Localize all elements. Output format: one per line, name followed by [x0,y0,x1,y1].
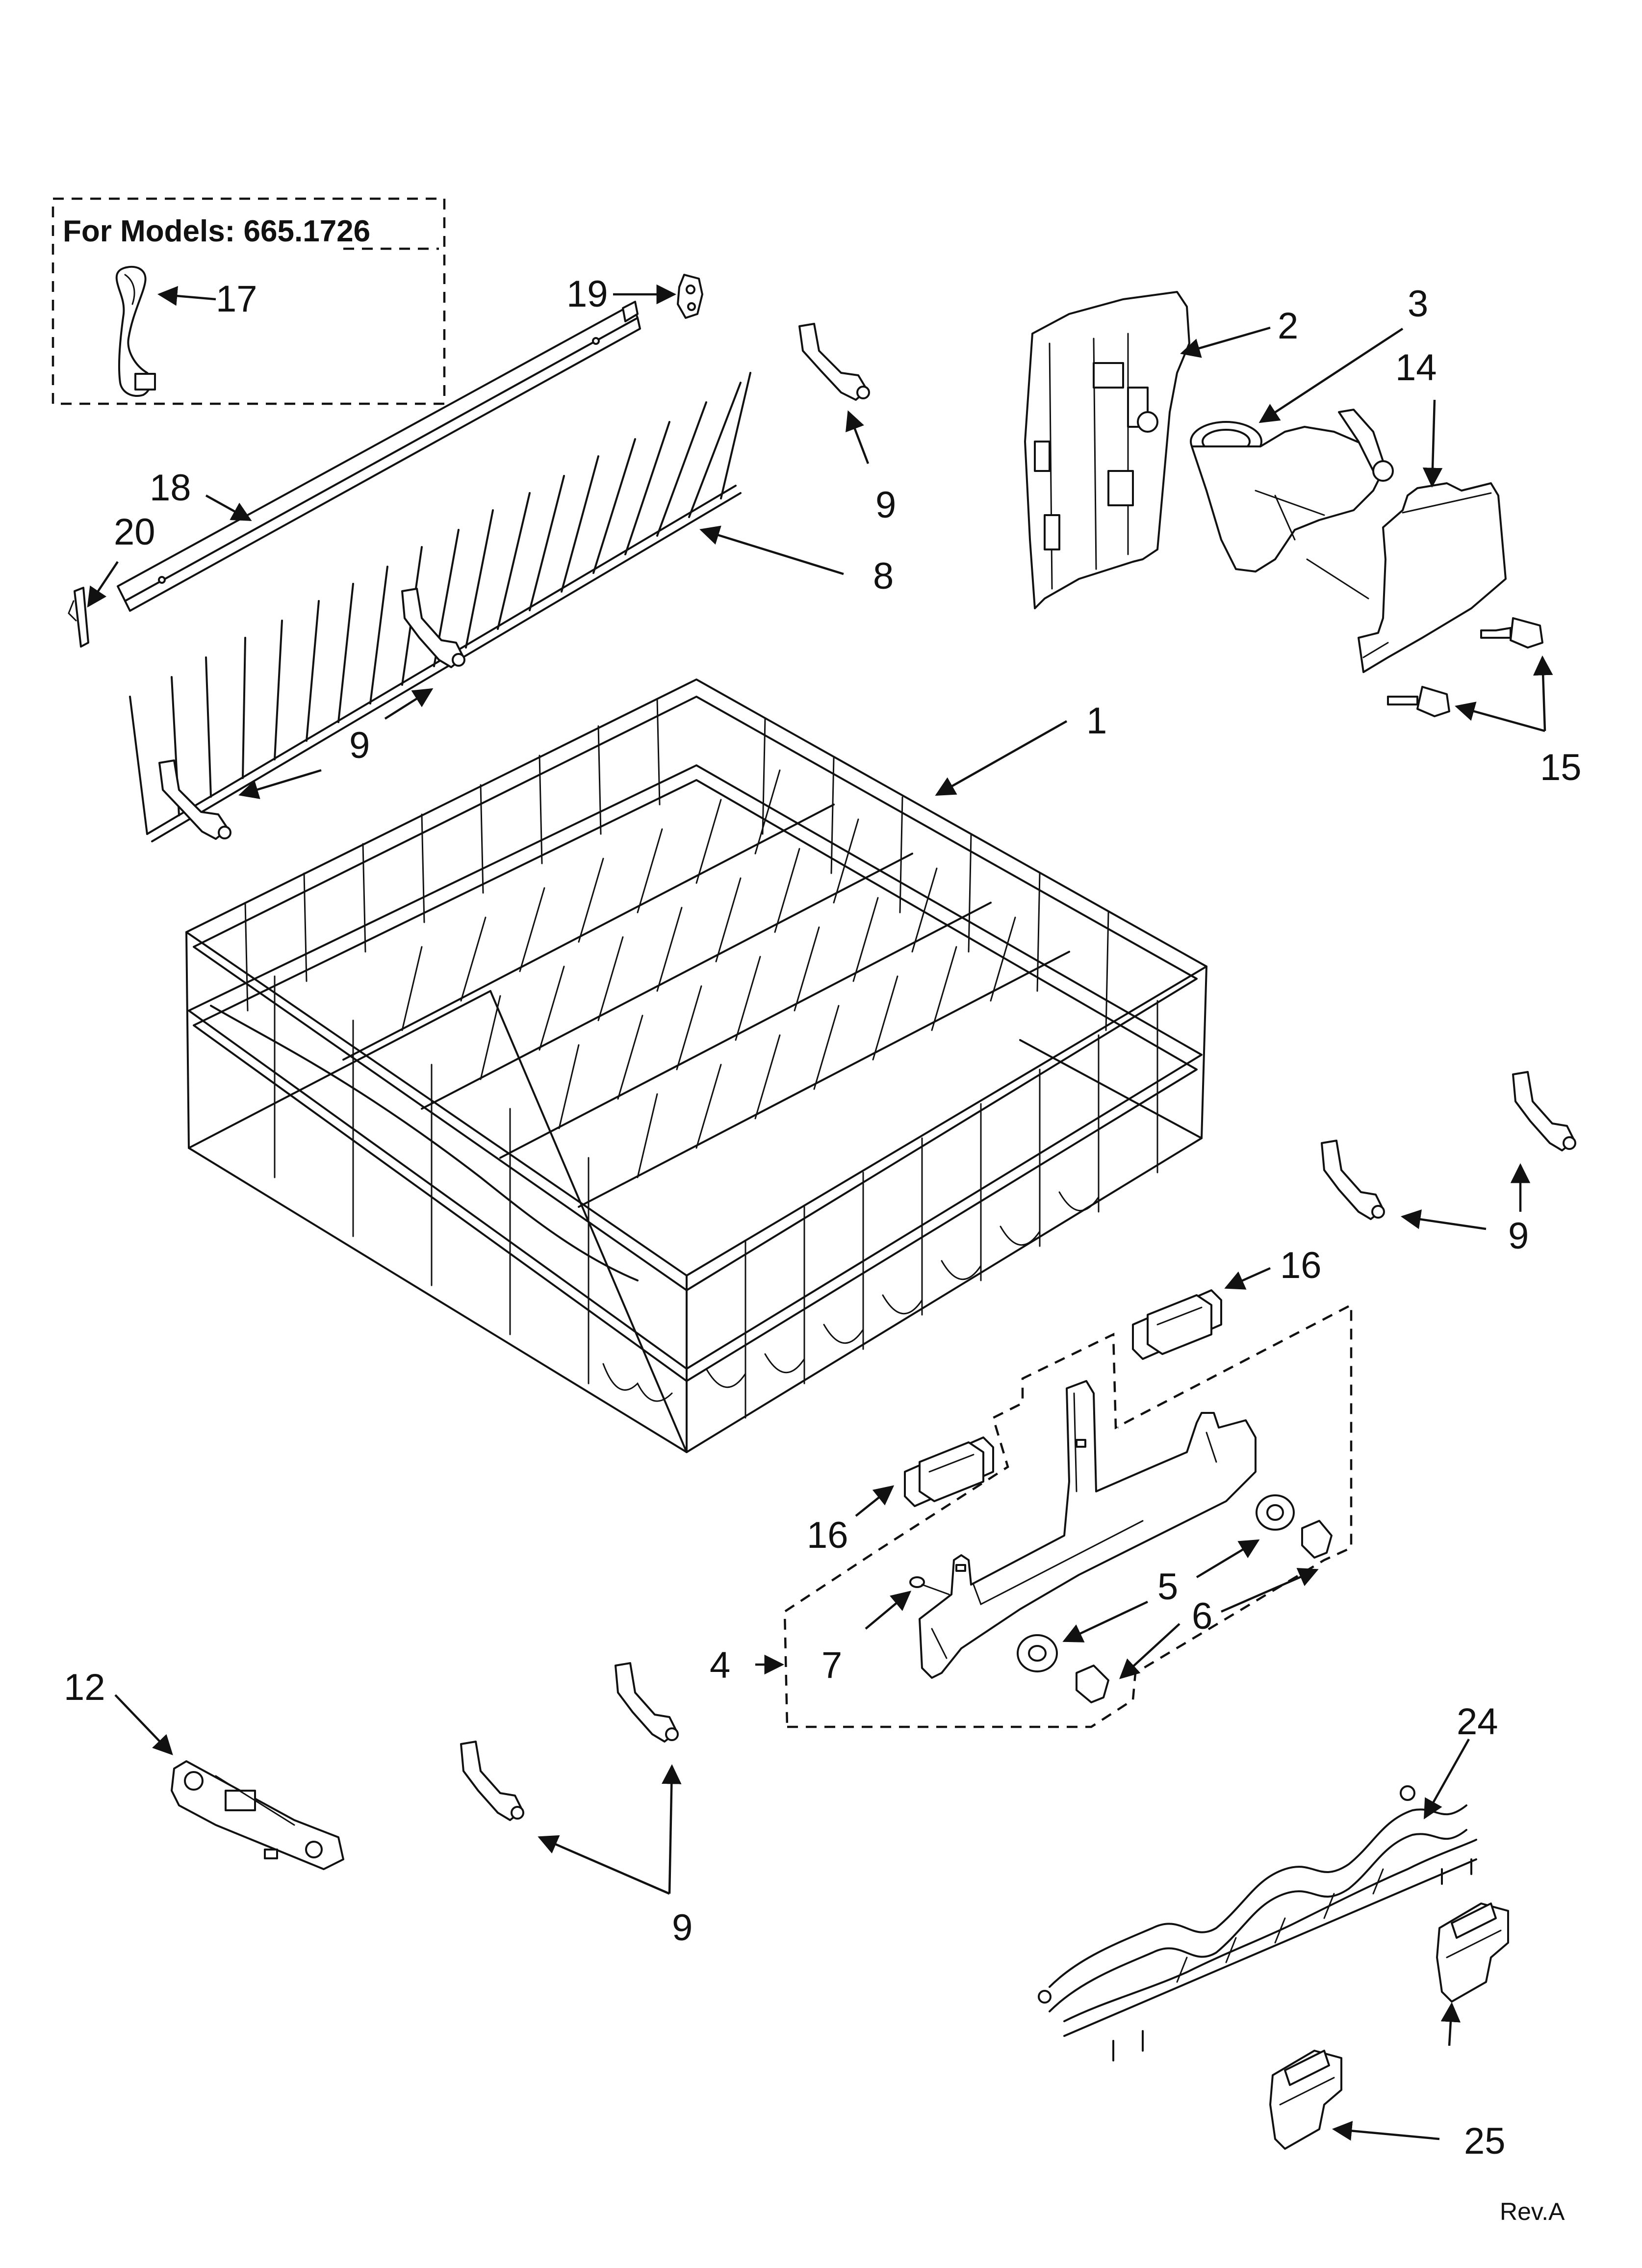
callout-3: 3 [1408,283,1428,325]
callout-9-right: 9 [1508,1215,1529,1257]
part-6-axle-a [1301,1520,1333,1559]
part-9-clip-right-a [1512,1071,1576,1151]
part-5-wheel-a [1256,1494,1295,1531]
part-5-wheel-b [1017,1634,1058,1672]
revision-label: Rev.A [1500,2198,1565,2225]
part-9-clip-tinerow-a [401,588,465,668]
callout-25: 25 [1464,2120,1506,2162]
models-inset-box: For Models: 665.1726 17 [51,197,446,405]
callout-1: 1 [1086,700,1107,742]
part-6-axle-b [1076,1665,1109,1703]
part-16-clip-lower [904,1436,994,1507]
part-25-clip-a [1436,1903,1509,2003]
part-15-screw-b [1387,686,1450,717]
callout-9-bottom: 9 [672,1907,693,1949]
part-3-adjuster-handle [1190,409,1394,573]
callout-9-upper-left: 9 [349,725,370,766]
part-15-screw-a [1480,617,1543,649]
part-4-assembly-box [783,1303,1353,1728]
callout-7: 7 [821,1644,842,1686]
part-1-upper-rack [185,678,1207,1453]
part-9-clip-bottom-b [460,1741,524,1821]
part-8-tine-row [129,372,751,842]
callout-4: 4 [710,1644,730,1686]
callout-24: 24 [1457,1701,1498,1743]
callout-14: 14 [1395,347,1437,389]
part-24-wire-shelf [1038,1785,1477,2061]
callout-17: 17 [216,278,257,320]
part-9-clip-top [798,323,870,401]
part-9-clip-right-b [1321,1140,1385,1220]
callout-16-lower: 16 [807,1514,848,1556]
part-2-adjuster-housing [1024,291,1190,609]
inset-title: For Models: 665.1726 [63,214,370,248]
part-17-clip [115,265,156,397]
callout-18: 18 [150,467,191,509]
part-7-screw [909,1576,950,1595]
part-18-rail [117,301,641,612]
part-12-bracket [171,1760,344,1870]
callout-12: 12 [64,1667,105,1708]
part-19-clip [677,274,703,319]
part-20-pin [68,587,89,648]
callout-5: 5 [1157,1566,1178,1608]
part-9-clip-tinerow-b [158,759,231,840]
part-14-cover [1306,482,1507,673]
callout-2: 2 [1278,305,1298,347]
callout-16-upper: 16 [1280,1245,1322,1286]
callout-6: 6 [1192,1595,1212,1637]
callout-15: 15 [1540,747,1582,788]
part-25-clip-b [1269,2050,1342,2150]
callout-9-top: 9 [875,484,896,526]
callout-8: 8 [873,555,894,597]
part-4-rail [919,1380,1257,1679]
callout-19: 19 [566,273,608,315]
part-9-clip-bottom-a [615,1662,679,1743]
callout-20: 20 [114,511,155,553]
part-16-clip-upper [1132,1289,1222,1360]
